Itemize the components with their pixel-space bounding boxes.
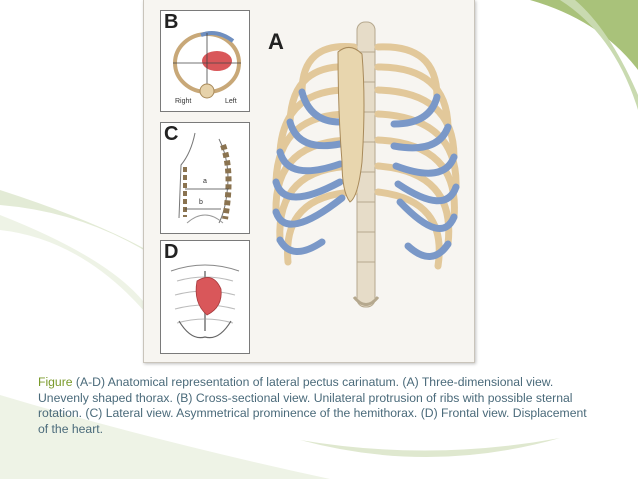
caption-text: (A-D) Anatomical representation of later… xyxy=(38,375,587,436)
panel-d-frontal-view: D xyxy=(160,240,250,354)
panel-a-letter: A xyxy=(268,29,284,54)
lateral-view-illustration xyxy=(178,132,232,224)
label-a: a xyxy=(203,178,207,185)
panel-d-letter: D xyxy=(164,241,179,263)
label-left: Left xyxy=(225,98,237,105)
panel-c-letter: C xyxy=(164,123,179,145)
figure-frame: B Right Left C a b D xyxy=(143,0,475,363)
caption-label: Figure xyxy=(38,375,73,389)
cross-section-illustration xyxy=(173,31,241,99)
panel-b-cross-section: B Right Left xyxy=(160,10,250,112)
label-right: Right xyxy=(175,98,192,105)
panel-a-ribcage-3d xyxy=(262,12,467,322)
panel-c-lateral-view: C a b xyxy=(160,122,250,234)
panel-b-letter: B xyxy=(164,11,179,33)
label-b: b xyxy=(199,199,203,206)
figure-caption: Figure (A-D) Anatomical representation o… xyxy=(38,375,600,437)
frontal-view-illustration xyxy=(170,264,240,339)
ribcage-illustration xyxy=(272,21,460,308)
